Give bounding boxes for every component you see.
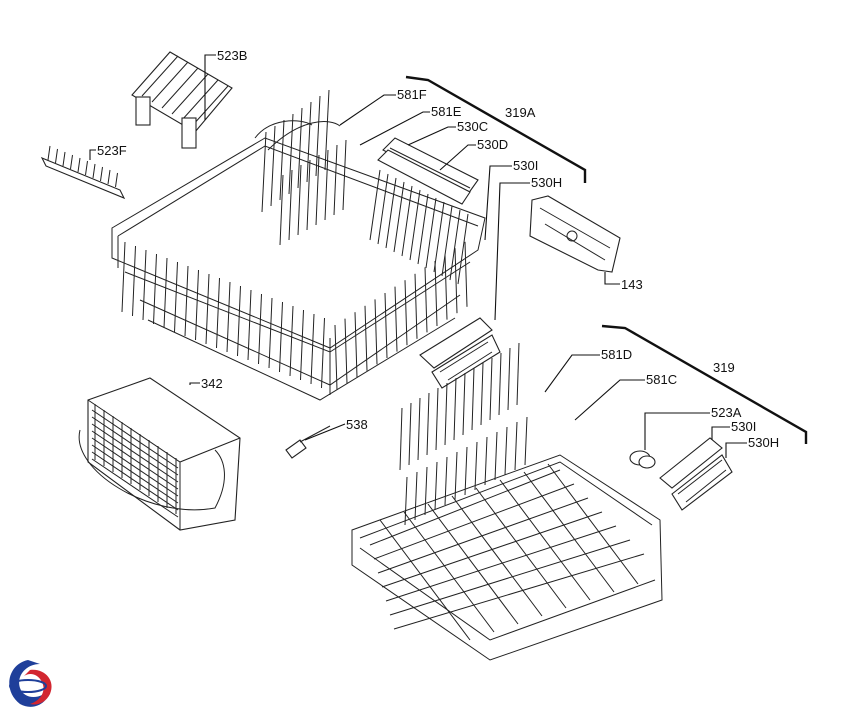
upper-basket xyxy=(111,89,486,401)
label-530H-upper: 530H xyxy=(531,175,562,190)
label-581E: 581E xyxy=(431,104,462,119)
label-530H-lower: 530H xyxy=(748,435,779,450)
label-523F: 523F xyxy=(97,143,127,158)
label-319A: 319A xyxy=(505,105,536,120)
part-342-cutlery-basket xyxy=(78,377,241,531)
brand-swirl-logo-icon xyxy=(9,660,52,707)
label-342: 342 xyxy=(201,376,223,391)
label-581F: 581F xyxy=(397,87,427,102)
part-530-pads-lower xyxy=(659,437,733,511)
label-319: 319 xyxy=(713,360,735,375)
label-581D: 581D xyxy=(601,347,632,362)
label-523A: 523A xyxy=(711,405,742,420)
part-143-bracket xyxy=(529,195,621,273)
label-530C: 530C xyxy=(457,119,488,134)
label-530D: 530D xyxy=(477,137,508,152)
label-523B: 523B xyxy=(217,48,247,63)
label-538: 538 xyxy=(346,417,368,432)
label-143: 143 xyxy=(621,277,643,292)
label-530I-upper: 530I xyxy=(513,158,538,173)
part-530-pads-upper xyxy=(419,317,501,389)
leader-lines xyxy=(89,54,808,458)
label-581C: 581C xyxy=(646,372,677,387)
part-523B-rack xyxy=(131,51,233,149)
part-538-pin xyxy=(285,425,331,459)
part-523F-comb xyxy=(40,145,126,200)
part-530D-rail xyxy=(377,149,471,205)
part-labels: 523B 523F 581F 581E 319A 530C 530D 530I … xyxy=(97,48,779,450)
part-523A-knob xyxy=(629,450,656,469)
lower-basket xyxy=(351,342,663,661)
label-530I-lower: 530I xyxy=(731,419,756,434)
